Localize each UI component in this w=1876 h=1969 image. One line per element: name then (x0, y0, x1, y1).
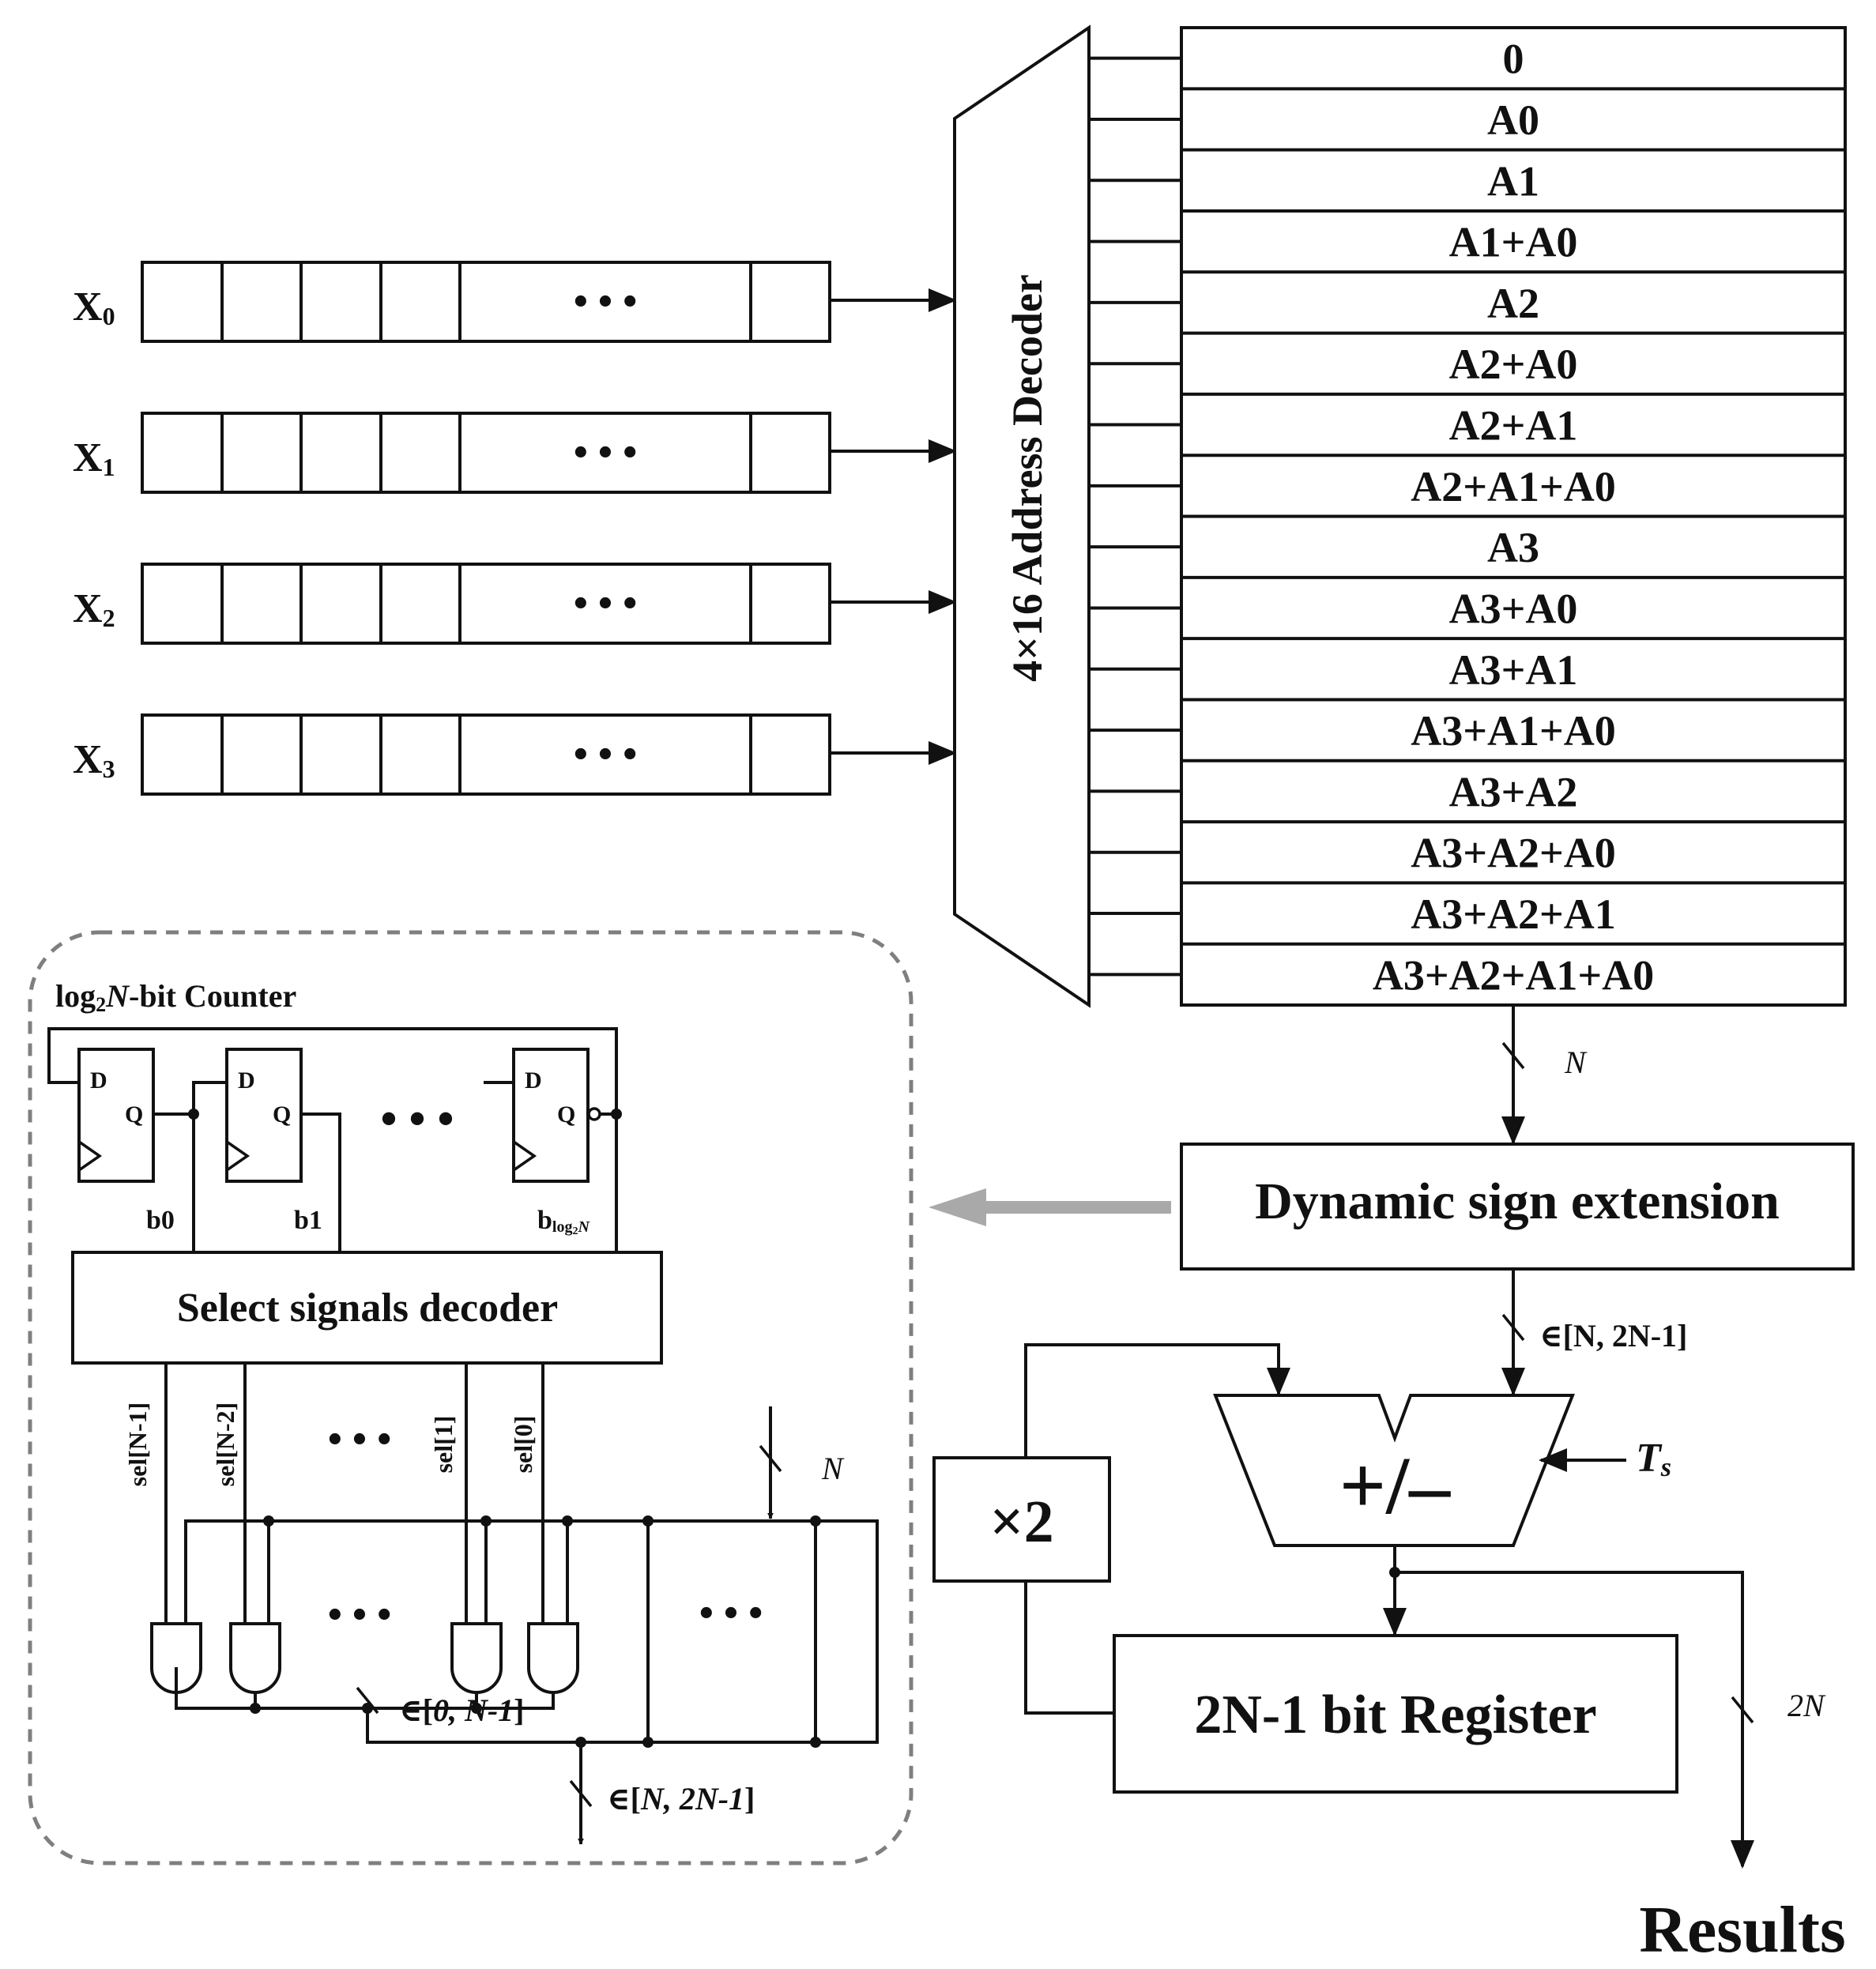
adder-subtractor-label: +/– (1339, 1440, 1451, 1531)
sel-ellipsis: • • • (328, 1417, 392, 1462)
lut-row-label: A3+A0 (1449, 585, 1578, 632)
svg-text:D: D (90, 1067, 107, 1094)
input-register-x1: X1 • • • (73, 412, 957, 494)
lut-row-label: A0 (1487, 96, 1539, 144)
flip-flop-ellipsis: • • • (380, 1093, 454, 1145)
lut-row-label: A3 (1487, 524, 1539, 571)
inset-dashed-frame (28, 930, 914, 1865)
adder-subtractor: +/– Ts (1213, 1394, 1671, 1547)
input-register-x2: X2 • • • (73, 563, 957, 645)
lut-row-label: A3+A2+A1+A0 (1373, 951, 1654, 999)
register-ellipsis: • • • (574, 279, 638, 324)
register-ellipsis: • • • (574, 732, 638, 777)
input-label-x1: X1 (73, 435, 115, 481)
and-gates: • • • (150, 1592, 579, 1714)
times-two-label: ×2 (989, 1489, 1053, 1555)
svg-text:Q: Q (557, 1101, 575, 1128)
times-two-block (932, 1456, 1111, 1583)
output-bus-width-label: 2N (1787, 1688, 1826, 1723)
inset-output-high-range: ∈[N, 2N-1] (607, 1781, 755, 1817)
adder-output-paths: 2N (1383, 1545, 1826, 1869)
lut-row-label: A2+A1+A0 (1411, 463, 1616, 510)
select-lines: sel[N-1] sel[N-2] sel[1] sel[0] • • • (123, 1363, 544, 1624)
address-decoder: 4×16 Address Decoder (953, 24, 1181, 1008)
decoder-output-lines (1089, 56, 1181, 977)
input-label-x3: X3 (73, 737, 115, 783)
sign-extension-detail-inset: log2N-bit Counter D Q b0 D Q b1 • • • (28, 930, 914, 1865)
svg-text:D: D (525, 1067, 542, 1094)
lut-row-label: A3+A2 (1449, 768, 1578, 815)
and-gate-n-1 (150, 1622, 202, 1694)
right-ellipsis: • • • (699, 1591, 763, 1636)
svg-text:Q: Q (125, 1101, 143, 1128)
lut-row-label: 0 (1503, 36, 1524, 83)
and-gate-0 (527, 1622, 579, 1694)
accumulator-register-label: 2N-1 bit Register (1194, 1685, 1596, 1745)
flip-flop-1: D Q (77, 1048, 194, 1183)
select-signals-decoder-label: Select signals decoder (177, 1286, 558, 1331)
dynamic-sign-extension-label: Dynamic sign extension (1255, 1173, 1780, 1230)
lut-row-label: A3+A2+A0 (1411, 830, 1616, 877)
lut-row-label: A3+A1 (1449, 646, 1578, 694)
sign-ext-to-adder-bus: ∈[N, 2N-1] (1501, 1269, 1687, 1396)
inset-output-buses: ∈[0, N-1] ∈[N, 2N-1] (356, 1686, 755, 1845)
gate-ellipsis: • • • (328, 1592, 392, 1637)
accumulator-register: 2N-1 bit Register (1113, 1634, 1678, 1794)
and-gate-n-2 (229, 1622, 281, 1694)
input-register-x3: X3 • • • (73, 713, 957, 796)
sign-ext-bus-label: ∈[N, 2N-1] (1539, 1318, 1687, 1353)
flip-flop-2: D Q (225, 1048, 341, 1252)
lut-row-label: A1 (1487, 157, 1539, 205)
dynamic-sign-extension-block: Dynamic sign extension (1180, 1143, 1855, 1271)
lut-row-label: A3+A2+A1 (1411, 890, 1616, 938)
input-registers: X0 • • • X1 • • • X2 (73, 261, 957, 796)
counter-title: log2N-bit Counter (55, 978, 296, 1016)
lut-row-label: A2+A1 (1449, 402, 1578, 450)
results-label: Results (1639, 1893, 1845, 1967)
counter-bit-b0: b0 (146, 1206, 175, 1235)
lut-output-bus: N (1501, 1005, 1588, 1145)
svg-text:Q: Q (273, 1101, 291, 1128)
svg-text:D: D (238, 1067, 255, 1094)
lut-bus-width-label: N (1564, 1045, 1588, 1080)
lut-row-label: A2+A0 (1449, 341, 1578, 388)
counter-bit-blog2n: blog2N (537, 1206, 590, 1237)
flip-flop-last: D Q (484, 1048, 622, 1252)
ts-label: Ts (1636, 1436, 1671, 1482)
data-input-bus: N • • • (184, 1406, 879, 1748)
input-register-x0: X0 • • • (73, 261, 957, 343)
inset-output-low-range: ∈[0, N-1] (399, 1692, 524, 1728)
lut-row-label: A3+A1+A0 (1411, 707, 1616, 755)
input-label-x2: X2 (73, 586, 115, 632)
lut-row-label: A1+A0 (1449, 219, 1578, 266)
register-ellipsis: • • • (574, 581, 638, 626)
select-signals-decoder: Select signals decoder (71, 1251, 663, 1365)
lut-table: 0A0A1A1+A0A2A2+A0A2+A1A2+A1+A0A3A3+A0A3+… (1180, 26, 1847, 1007)
inverted-output-bubble (587, 1107, 601, 1121)
inset-input-bus-label: N (821, 1451, 845, 1486)
address-decoder-label: 4×16 Address Decoder (1004, 274, 1051, 682)
lut-row-label: A2 (1487, 280, 1539, 327)
sel-label-1: sel[1] (429, 1416, 458, 1474)
input-label-x0: X0 (73, 284, 115, 330)
sel-label-n-2: sel[N-2] (211, 1402, 239, 1487)
register-ellipsis: • • • (574, 430, 638, 475)
and-gate-1 (450, 1622, 503, 1694)
sel-label-n-1: sel[N-1] (123, 1402, 152, 1487)
times-two-feedback: ×2 (932, 1343, 1290, 1715)
grey-reference-arrow (929, 1188, 1171, 1226)
counter-bit-b1: b1 (294, 1206, 322, 1235)
sel-label-0: sel[0] (509, 1416, 537, 1474)
